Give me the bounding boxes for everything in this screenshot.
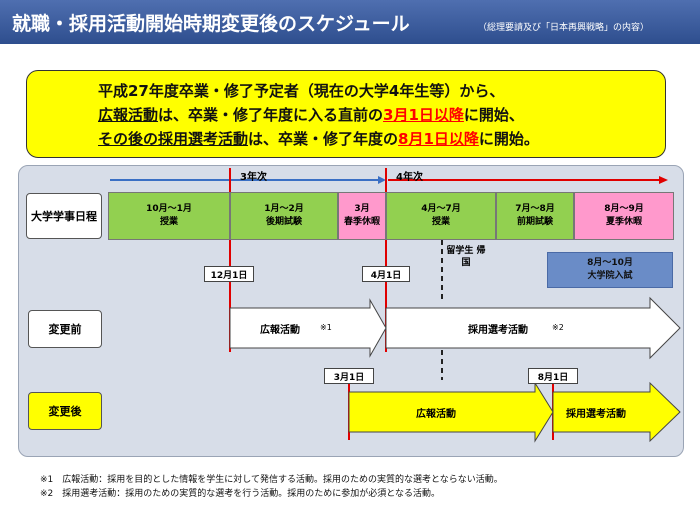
cal-cell-apr-jul: 4月～7月授業 <box>386 192 496 240</box>
before-pr-arrow <box>229 298 387 358</box>
cal-cell-jan-feb: 1月～2月後期試験 <box>230 192 338 240</box>
banner-line-2: 広報活動は、卒業・修了年度に入る直前の3月1日以降に開始、 <box>98 106 524 124</box>
academic-calendar-label: 大学学事日程 <box>26 193 102 239</box>
cal-cell-oct-jan: 10月～1月授業 <box>108 192 230 240</box>
before-selection-arrow <box>385 296 681 360</box>
study-abroad-return-note: 留学生 帰国 <box>446 246 486 268</box>
before-pr-text: 広報活動 <box>260 325 300 336</box>
after-selection-text: 採用選考活動 <box>566 409 626 420</box>
footnote-1: ※1 広報活動：採用を目的とした情報を学生に対して発信する活動。採用のための実質… <box>40 475 503 485</box>
after-pr-arrow <box>348 381 554 443</box>
before-pr-note: ※1 <box>320 323 332 332</box>
year3-label: 3年次 <box>240 172 267 183</box>
grad-exam-box: 8月～10月大学院入試 <box>547 252 673 288</box>
year4-label: 4年次 <box>396 172 423 183</box>
summary-banner <box>26 70 666 158</box>
date-dec1: 12月1日 <box>204 266 254 282</box>
date-apr1: 4月1日 <box>362 266 410 282</box>
before-selection-note: ※2 <box>552 323 564 332</box>
cal-cell-mar: 3月春季休暇 <box>338 192 386 240</box>
after-pr-text: 広報活動 <box>416 409 456 420</box>
cal-cell-jul-aug: 7月～8月前期試験 <box>496 192 574 240</box>
year3-arrow-head <box>378 176 386 184</box>
after-label: 変更後 <box>28 392 102 430</box>
title-bar <box>0 0 700 44</box>
banner-line-3: その後の採用選考活動は、卒業・修了年度の8月1日以降に開始。 <box>98 130 539 148</box>
date-mar1: 3月1日 <box>324 368 374 384</box>
cal-cell-aug-sep: 8月～9月夏季休暇 <box>574 192 674 240</box>
banner-line-1: 平成27年度卒業・修了予定者（現在の大学4年生等）から、 <box>98 82 505 100</box>
footnote-2: ※2 採用選考活動：採用のための実質的な選考を行う活動。採用のために参加が必須と… <box>40 489 440 499</box>
year4-arrow-head <box>659 176 668 184</box>
before-label: 変更前 <box>28 310 102 348</box>
page-subtitle: （総理要請及び「日本再興戦略」の内容） <box>478 23 650 33</box>
after-selection-arrow <box>552 381 681 443</box>
date-aug1: 8月1日 <box>528 368 578 384</box>
before-selection-text: 採用選考活動 <box>468 325 528 336</box>
page-title: 就職・採用活動開始時期変更後のスケジュール <box>12 13 410 35</box>
